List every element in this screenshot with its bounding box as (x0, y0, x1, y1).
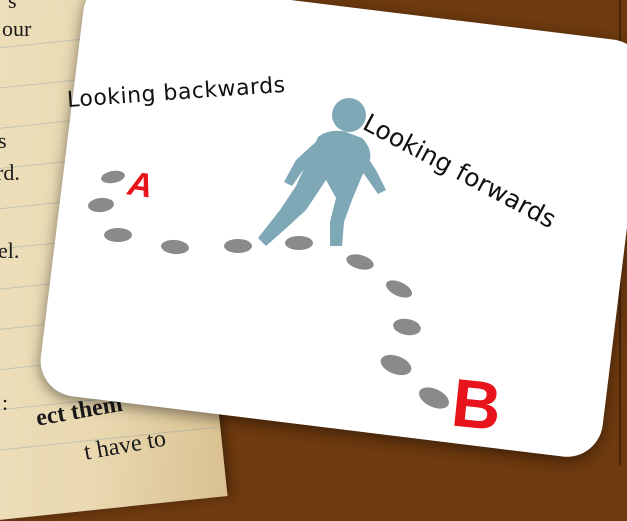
footprint-icon (100, 169, 126, 185)
footprint-icon (104, 228, 132, 242)
footprint-icon (416, 383, 453, 413)
footprint-icon (392, 317, 422, 338)
footprint-icon (285, 236, 313, 250)
journey-illustration (0, 0, 627, 465)
footprint-icon (87, 197, 114, 213)
footprint-icon (383, 277, 414, 302)
footprint-icon (224, 239, 252, 253)
footprint-icon (345, 252, 376, 273)
footprint-icon (378, 351, 414, 379)
footprint-icon (160, 239, 189, 255)
point-a-label: A (125, 164, 155, 206)
point-b-label: B (448, 364, 505, 447)
